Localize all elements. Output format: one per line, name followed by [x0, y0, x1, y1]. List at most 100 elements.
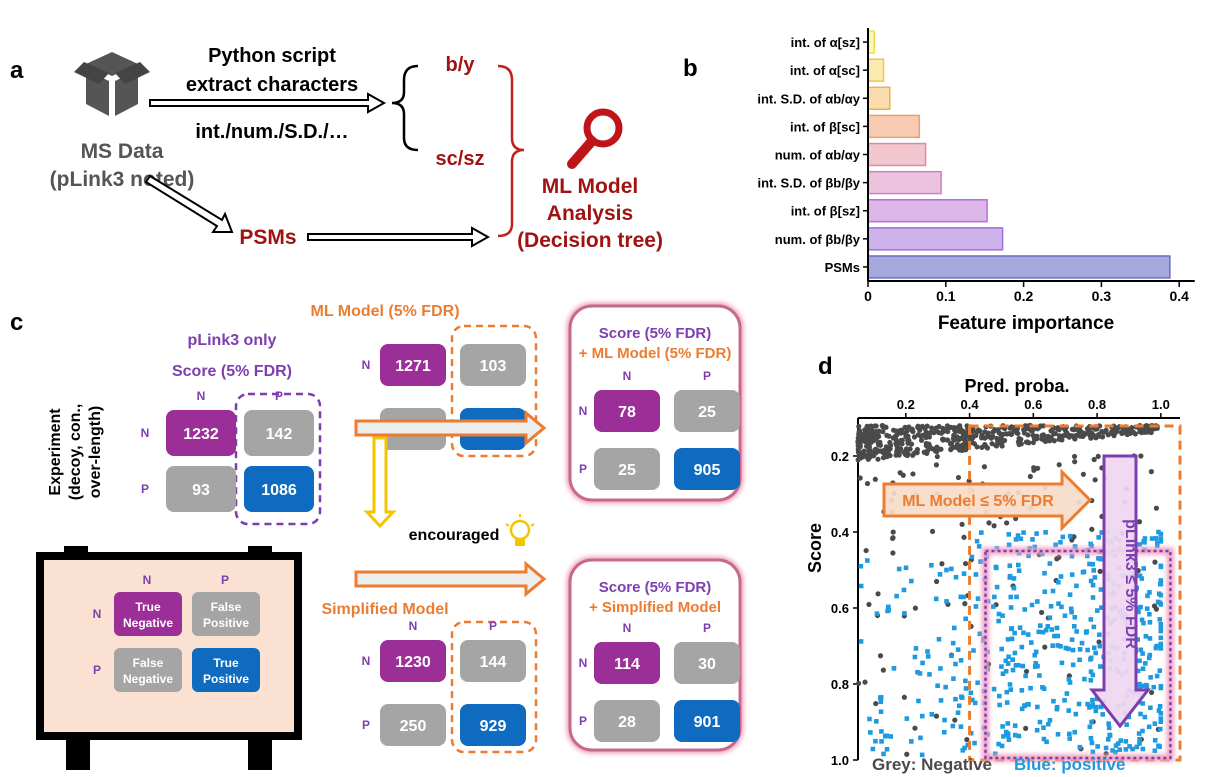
positive-point: [1140, 746, 1146, 752]
arrow-extract: [149, 92, 387, 114]
negative-point: [1018, 441, 1024, 447]
positive-point: [1058, 574, 1064, 579]
lightbulb-icon: [505, 514, 535, 546]
positive-point: [1028, 640, 1034, 645]
positive-point: [1085, 647, 1090, 653]
matrix-cell: [674, 642, 740, 684]
positive-point: [1106, 725, 1112, 731]
negative-point: [1059, 433, 1065, 439]
ml-analysis-line3: (Decision tree): [517, 229, 663, 252]
negative-point: [866, 454, 872, 461]
panel-label-d: d: [818, 353, 833, 380]
positive-point: [1158, 628, 1164, 634]
negative-point: [898, 427, 905, 433]
positive-point: [958, 658, 964, 663]
positive-point: [1140, 701, 1145, 706]
positive-point: [1003, 658, 1009, 664]
negative-point: [948, 447, 954, 453]
negative-point: [986, 520, 992, 526]
legend-cell-line2: Positive: [203, 672, 249, 686]
positive-point: [1088, 541, 1093, 547]
positive-point: [1006, 542, 1012, 548]
positive-point: [990, 604, 996, 609]
negative-point: [962, 601, 968, 607]
positive-point: [916, 698, 921, 704]
negative-point: [1056, 462, 1062, 468]
positive-point: [865, 558, 870, 563]
col-label-n: N: [623, 621, 632, 635]
positive-point: [912, 654, 918, 660]
legend-cell-line1: True: [135, 600, 161, 614]
positive-point: [1140, 651, 1145, 656]
positive-point: [1107, 732, 1112, 738]
positive-point: [1033, 649, 1039, 655]
x-tick-label: 0.6: [1024, 397, 1042, 412]
positive-point: [1090, 595, 1096, 600]
positive-point: [1051, 698, 1056, 704]
psms-label: PSMs: [239, 226, 296, 249]
negative-point: [1108, 430, 1114, 436]
positive-point: [1000, 613, 1005, 618]
legend-col-n: N: [143, 573, 152, 587]
positive-point: [1158, 641, 1164, 647]
bar-label: PSMs: [825, 260, 860, 275]
negative-point: [874, 447, 880, 454]
positive-point: [1080, 569, 1086, 575]
positive-point: [1090, 561, 1096, 567]
matrix-cell: [380, 704, 446, 746]
negative-point: [1096, 639, 1102, 645]
svg-text:(decoy, con.,: (decoy, con.,: [67, 404, 84, 501]
positive-point: [1019, 644, 1025, 650]
ml-fdr-arrow: [882, 468, 1093, 532]
positive-point: [1088, 655, 1094, 661]
negative-point: [982, 442, 988, 448]
matrix-value: 250: [400, 718, 427, 735]
negative-point: [929, 446, 935, 452]
positive-point: [1124, 722, 1129, 727]
negative-point: [952, 437, 958, 443]
positive-point: [1089, 719, 1094, 725]
legend-cell: [192, 592, 260, 636]
negative-point: [904, 452, 910, 459]
negative-point: [1089, 526, 1095, 532]
positive-point: [1076, 701, 1082, 707]
negative-point: [999, 439, 1006, 445]
positive-point: [1143, 633, 1149, 639]
negative-point: [995, 427, 1001, 433]
negative-point: [931, 430, 937, 436]
negative-point: [934, 444, 940, 450]
plink-title-line2: Score (5% FDR): [172, 363, 292, 380]
positive-point: [1054, 704, 1060, 710]
brace-black: [391, 64, 419, 152]
negative-point: [1084, 426, 1091, 432]
negative-point: [865, 444, 871, 450]
branch-by: b/y: [446, 54, 476, 76]
matrix-cell: [166, 410, 236, 456]
positive-point: [858, 583, 864, 589]
positive-point: [1090, 749, 1096, 755]
negative-point: [1031, 465, 1037, 471]
positive-point: [1055, 643, 1061, 648]
simplified-model-title: Simplified Model: [321, 601, 448, 618]
negative-point: [982, 429, 988, 435]
arrow-to-combo2: [354, 560, 547, 598]
matrix-cell: [594, 700, 660, 742]
positive-point: [1158, 716, 1164, 721]
matrix-value: 905: [694, 462, 721, 479]
negative-point: [883, 424, 889, 430]
positive-point: [1137, 573, 1143, 579]
positive-point: [1091, 624, 1097, 630]
negative-point: [925, 447, 931, 454]
positive-point: [1045, 624, 1051, 629]
positive-point: [1034, 531, 1039, 536]
positive-point: [1037, 719, 1043, 725]
negative-point: [959, 442, 966, 448]
plink-region: [984, 549, 1172, 760]
negative-point: [1148, 689, 1155, 696]
positive-point: [1155, 540, 1160, 546]
negative-point: [1099, 428, 1105, 435]
positive-point: [1067, 592, 1073, 597]
positive-point: [1072, 729, 1078, 735]
positive-point: [1158, 646, 1164, 651]
